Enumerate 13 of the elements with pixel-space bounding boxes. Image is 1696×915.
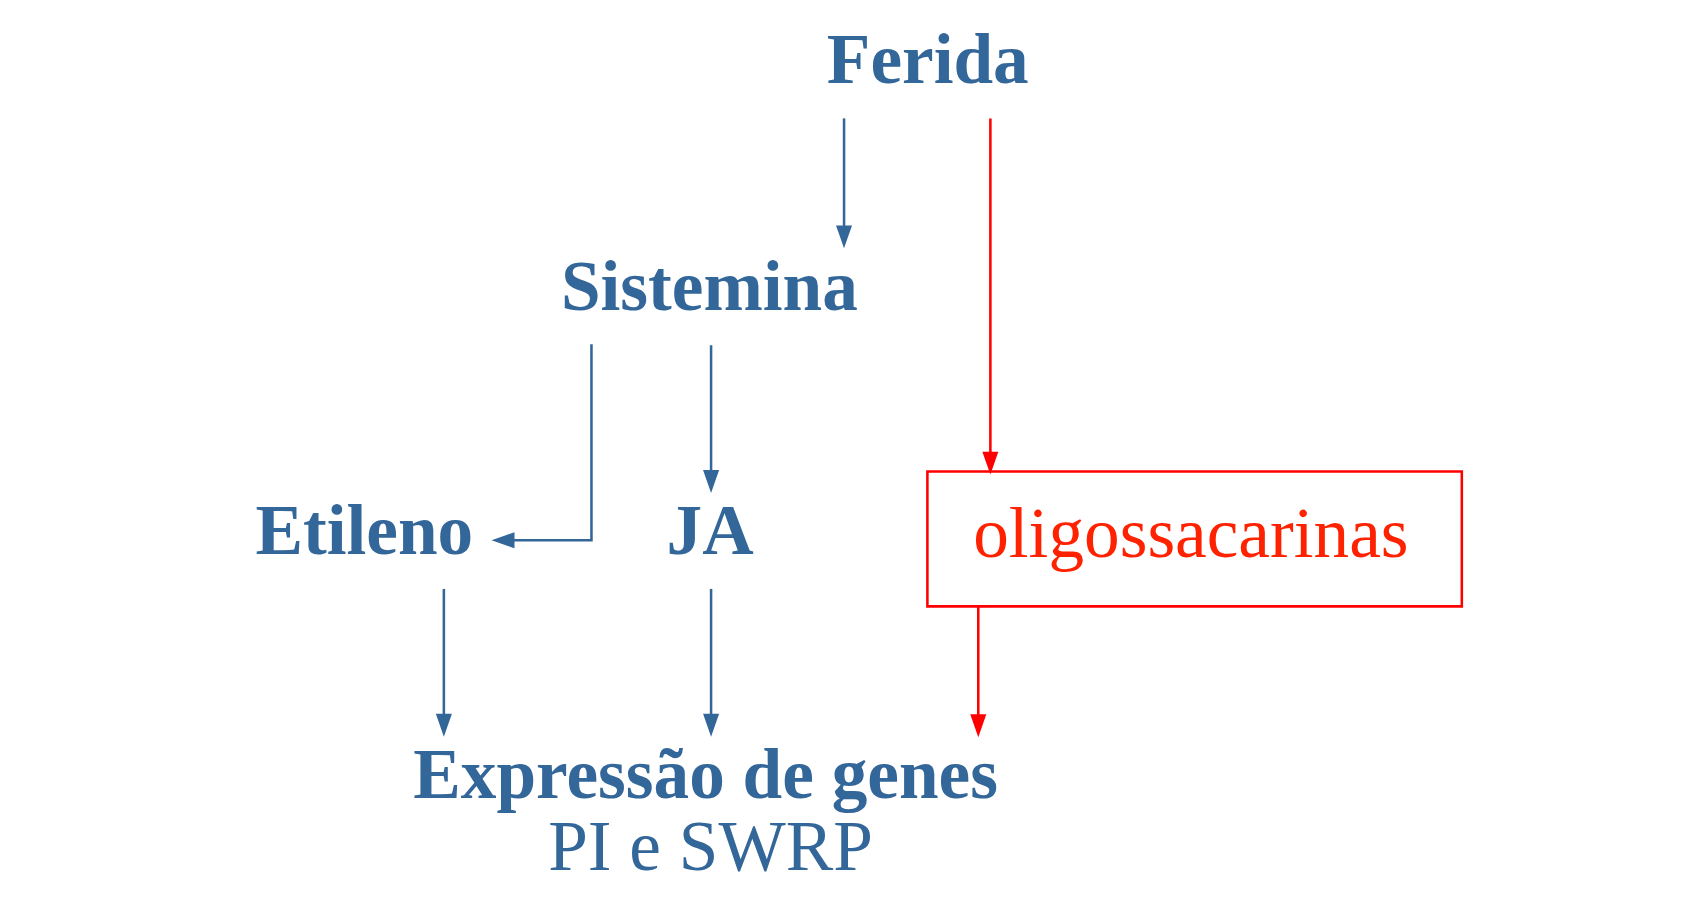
- arrow: [702, 345, 719, 494]
- node-text: Ferida: [826, 20, 1029, 99]
- arrow: [981, 118, 998, 475]
- node-text: JA: [666, 490, 754, 569]
- arrow: [835, 118, 852, 249]
- arrow: [491, 344, 593, 549]
- arrow: [435, 588, 452, 737]
- node-box: oligossacarinas: [925, 470, 1463, 608]
- node-text: Expressão de genes PI e SWRP: [412, 735, 998, 885]
- node-text: Etileno: [255, 490, 473, 569]
- arrow: [969, 606, 986, 738]
- arrow: [702, 588, 719, 737]
- node-text: Sistemina: [560, 246, 858, 325]
